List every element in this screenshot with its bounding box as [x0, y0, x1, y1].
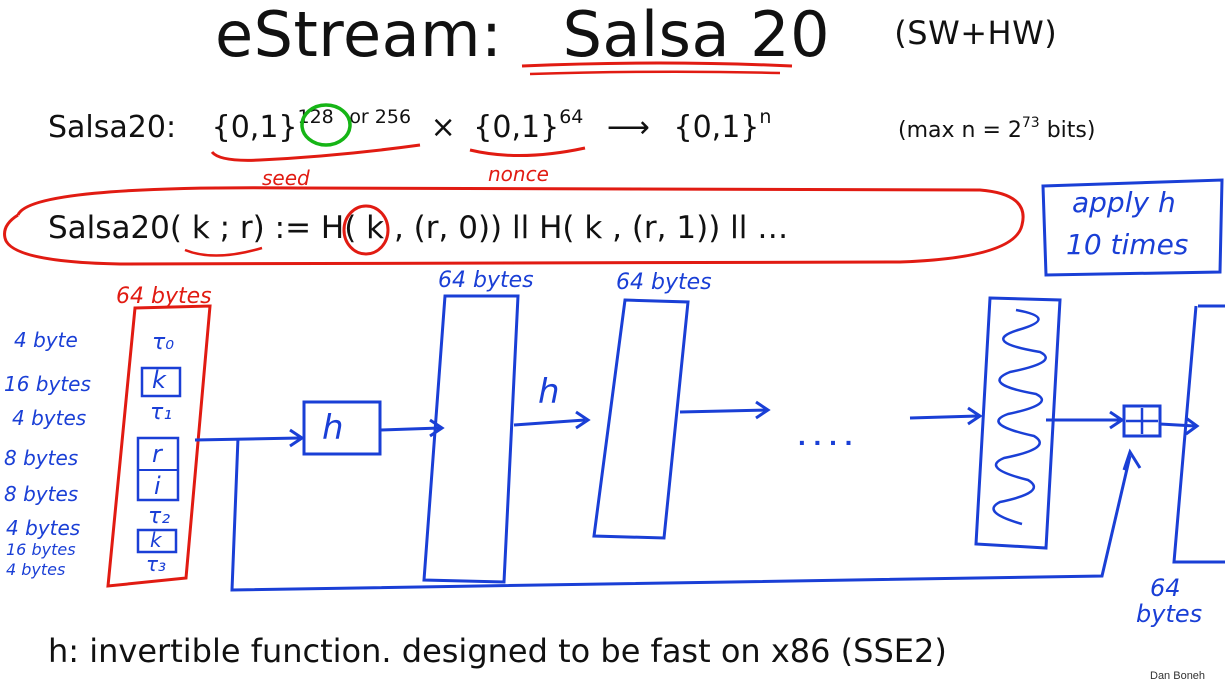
input-cell: τ₀ [152, 330, 175, 355]
block2-size: 64 bytes [438, 268, 534, 293]
input-cell: k [152, 366, 166, 394]
h-arrow-label: h [538, 372, 560, 412]
input-cell: τ₂ [148, 504, 171, 529]
row-size-label: 16 bytes [4, 372, 91, 396]
output-exponent: n [759, 106, 772, 128]
construction-line: Salsa20( k ; r) := H( k , (r, 0)) ll H( … [48, 210, 789, 246]
row-size-label: 8 bytes [4, 482, 79, 506]
nonce-exponent: 64 [559, 106, 584, 128]
input-cell: τ₃ [146, 552, 167, 576]
input-cell: k [150, 528, 162, 552]
max-length-note: (max n = 273 bits) [898, 115, 1096, 143]
output-size-line2: bytes [1136, 600, 1203, 628]
nonce-set: {0,1} [473, 110, 560, 145]
input-cell: r [152, 440, 162, 468]
input-cell: τ₁ [150, 400, 173, 425]
maps-to-arrow: ⟶ [606, 110, 650, 145]
definition-label: Salsa20: [48, 110, 177, 145]
row-size-label: 4 bytes [12, 406, 87, 430]
bottom-caption: h: invertible function. designed to be f… [48, 632, 947, 670]
row-size-label: 4 bytes [6, 516, 81, 540]
title-note: (SW+HW) [894, 13, 1058, 52]
times-symbol: × [430, 110, 456, 145]
definition-line: Salsa20: {0,1}128 or 256 × {0,1}64 ⟶ {0,… [48, 106, 771, 145]
nonce-annotation: nonce [488, 162, 549, 186]
apply-annotation-line2: 10 times [1066, 228, 1189, 261]
seed-exponent-alt: or 256 [349, 106, 412, 128]
seed-annotation: seed [262, 166, 310, 190]
output-size-line1: 64 [1150, 574, 1181, 602]
input-cell: i [154, 472, 161, 500]
row-size-label: 8 bytes [4, 446, 79, 470]
title-highlight: Salsa 20 [562, 0, 831, 71]
h-box-label: h [322, 408, 344, 448]
apply-annotation-line1: apply h [1072, 186, 1176, 219]
max-note-text: (max n = 2 [898, 118, 1022, 143]
row-size-label: 4 byte [14, 328, 78, 352]
ellipsis-dots: . . . . [798, 420, 853, 451]
slide-title: eStream: Salsa 20 (SW+HW) [215, 0, 1057, 71]
output-set: {0,1} [673, 110, 760, 145]
row-size-label: 16 bytes [6, 540, 76, 559]
row-size-label: 4 bytes [6, 560, 66, 579]
block3-size: 64 bytes [616, 270, 712, 295]
author-credit: Dan Boneh [1150, 670, 1206, 682]
seed-set: {0,1} [211, 110, 298, 145]
max-note-exponent: 73 [1021, 115, 1040, 131]
input-block-size: 64 bytes [116, 284, 212, 309]
title-prefix: eStream: [215, 0, 503, 71]
max-note-suffix: bits) [1039, 118, 1096, 143]
